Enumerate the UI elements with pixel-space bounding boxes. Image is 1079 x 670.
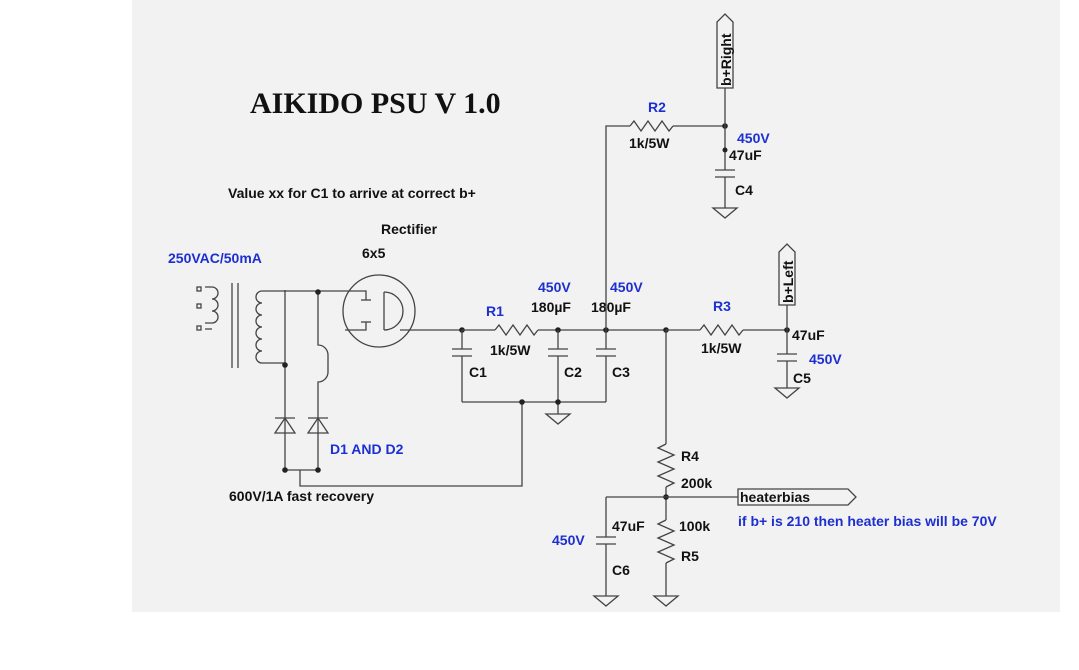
r4-name: R4 <box>681 448 699 464</box>
diodes-rating: 600V/1A fast recovery <box>229 488 374 504</box>
r1-name: R1 <box>486 303 504 319</box>
capacitor-c3: C3 450V 180µF <box>591 279 643 402</box>
c1-value-note: Value xx for C1 to arrive at correct b+ <box>228 185 476 201</box>
r4-value: 200k <box>681 475 712 491</box>
diagram-title: AIKIDO PSU V 1.0 <box>250 87 501 120</box>
rectifier-tube-type: 6x5 <box>362 245 386 261</box>
transformer: 250VAC/50mA <box>168 250 270 368</box>
c4-capacitance: 47uF <box>729 147 762 163</box>
rectifier-tube: Rectifier 6x5 <box>342 221 438 348</box>
resistor-r2: R2 1k/5W <box>629 99 674 151</box>
c3-name: C3 <box>612 364 630 380</box>
resistor-r1: R1 1k/5W <box>486 303 539 358</box>
r5-value: 100k <box>679 518 710 534</box>
resistor-r4: R4 200k <box>656 443 712 491</box>
r3-value: 1k/5W <box>701 340 742 356</box>
ground-symbol <box>544 413 572 425</box>
c6-voltage: 450V <box>552 532 585 548</box>
schematic-background <box>132 0 1060 612</box>
capacitor-c1: C1 <box>452 330 487 402</box>
c6-name: C6 <box>612 562 630 578</box>
r1-value: 1k/5W <box>490 342 531 358</box>
capacitor-c4: 450V 47uF C4 <box>711 126 770 219</box>
r5-name: R5 <box>681 548 699 564</box>
diodes-label: D1 AND D2 <box>330 441 404 457</box>
c1-name: C1 <box>469 364 487 380</box>
capacitor-c5: 47uF 450V C5 <box>773 327 842 399</box>
c2-name: C2 <box>564 364 582 380</box>
diode-d2 <box>306 416 330 470</box>
resistor-r3: R3 1k/5W <box>699 298 744 356</box>
rectifier-label: Rectifier <box>381 221 438 237</box>
c5-capacitance: 47uF <box>792 327 825 343</box>
c4-name: C4 <box>735 182 753 198</box>
c3-voltage: 450V <box>610 279 643 295</box>
b-right-label: b+Right <box>718 33 734 86</box>
r2-name: R2 <box>648 99 666 115</box>
c5-voltage: 450V <box>809 351 842 367</box>
diode-d1 <box>273 416 297 470</box>
capacitor-c6: 47uF 450V C6 <box>552 497 645 607</box>
transformer-rating: 250VAC/50mA <box>168 250 262 266</box>
resistor-r5: 100k R5 <box>652 518 710 607</box>
flag-heaterbias: heaterbias <box>737 488 857 506</box>
flag-b-left: b+Left <box>778 243 796 306</box>
c2-voltage: 450V <box>538 279 571 295</box>
capacitor-c2: C2 450V 180µF <box>531 279 582 414</box>
heater-bias-note: if b+ is 210 then heater bias will be 70… <box>738 513 997 529</box>
flag-b-right: b+Right <box>716 13 734 89</box>
r2-value: 1k/5W <box>629 135 670 151</box>
r3-name: R3 <box>713 298 731 314</box>
b-left-label: b+Left <box>780 260 796 303</box>
c6-capacitance: 47uF <box>612 518 645 534</box>
c3-capacitance: 180µF <box>591 299 631 315</box>
c2-capacitance: 180µF <box>531 299 571 315</box>
c5-name: C5 <box>793 370 811 386</box>
c4-voltage: 450V <box>737 130 770 146</box>
heaterbias-label: heaterbias <box>740 489 810 505</box>
